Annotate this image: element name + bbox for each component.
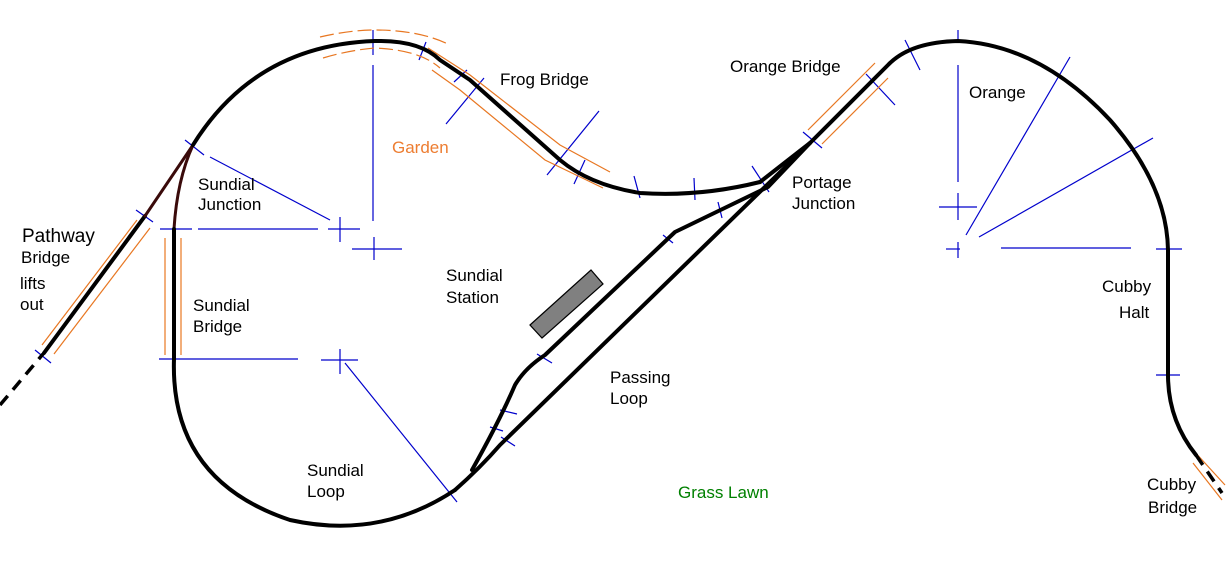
main-line-top-track xyxy=(191,38,762,196)
frog-bridge-rail-upper xyxy=(427,47,611,173)
label-cubby-bridge-1: Cubby xyxy=(1147,475,1197,494)
label-sundial-junction-2: Junction xyxy=(198,195,261,214)
label-sundial-loop-2: Loop xyxy=(307,482,345,501)
pathway-bridge-rail-left xyxy=(41,219,138,346)
label-garden: Garden xyxy=(392,138,449,157)
label-sundial-junction-1: Sundial xyxy=(198,175,255,194)
junction-tick xyxy=(184,139,205,156)
orange-radius-1 xyxy=(965,56,1071,236)
label-orange: Orange xyxy=(969,83,1026,102)
label-passing-loop-2: Loop xyxy=(610,389,648,408)
frog-bridge-rail-lower xyxy=(431,69,604,189)
orange-bridge-tick-2 xyxy=(865,73,896,106)
labels: Pathway Bridge lifts out Sundial Junctio… xyxy=(20,57,1197,517)
track-layout xyxy=(0,38,1224,528)
orange-tick xyxy=(904,39,921,71)
construction-lines xyxy=(34,30,1182,503)
orange-bridge-rail-right xyxy=(821,77,889,145)
junction-radius-line xyxy=(209,156,331,221)
label-sundial-station-1: Sundial xyxy=(446,266,503,285)
loop-radius-line xyxy=(344,362,458,503)
passing-loop-siding-track xyxy=(470,141,812,472)
label-portage-junction-2: Junction xyxy=(792,194,855,213)
label-orange-bridge: Orange Bridge xyxy=(730,57,841,76)
pathway-continuation-track xyxy=(0,352,45,407)
label-cubby-halt-2: Halt xyxy=(1119,303,1150,322)
label-pathway: Pathway xyxy=(22,226,95,247)
label-pathway-bridge: Bridge xyxy=(21,248,70,267)
label-cubby-bridge-2: Bridge xyxy=(1148,498,1197,517)
cubby-bridge-track xyxy=(1194,454,1224,494)
cubby-bridge-rail-lower xyxy=(1192,462,1223,501)
curve-tick-2 xyxy=(693,177,696,201)
passing-loop-main-track xyxy=(453,141,812,492)
junction-leg-track xyxy=(143,143,195,218)
junction-curve-track xyxy=(172,143,195,231)
arc-tick-1 xyxy=(418,41,427,61)
loop-tick-5 xyxy=(500,436,516,447)
label-cubby-halt-1: Cubby xyxy=(1102,277,1152,296)
sundial-loop-track xyxy=(171,227,457,528)
sundial-station-platform xyxy=(529,269,604,339)
label-sundial-bridge-1: Sundial xyxy=(193,296,250,315)
label-portage-junction-1: Portage xyxy=(792,173,852,192)
orange-bridge-rail-left xyxy=(807,62,876,131)
top-arc-rail-inner xyxy=(322,47,441,69)
label-sundial-station-2: Station xyxy=(446,288,499,307)
pathway-bridge-rail-right xyxy=(53,227,151,355)
main-line-right-track xyxy=(758,39,1198,457)
loop-tick-2 xyxy=(536,353,553,364)
label-sundial-bridge-2: Bridge xyxy=(193,317,242,336)
label-passing-loop-1: Passing xyxy=(610,368,670,387)
label-frog-bridge: Frog Bridge xyxy=(500,70,589,89)
orange-radius-2 xyxy=(978,137,1154,238)
label-grass-lawn: Grass Lawn xyxy=(678,483,769,502)
loop-tick-4 xyxy=(489,426,504,432)
bridge-rails xyxy=(41,29,1226,501)
label-out: out xyxy=(20,295,44,314)
label-sundial-loop-1: Sundial xyxy=(307,461,364,480)
pathway-bridge-track xyxy=(42,214,147,355)
label-lifts: lifts xyxy=(20,274,46,293)
frog-tick-3 xyxy=(546,110,600,176)
